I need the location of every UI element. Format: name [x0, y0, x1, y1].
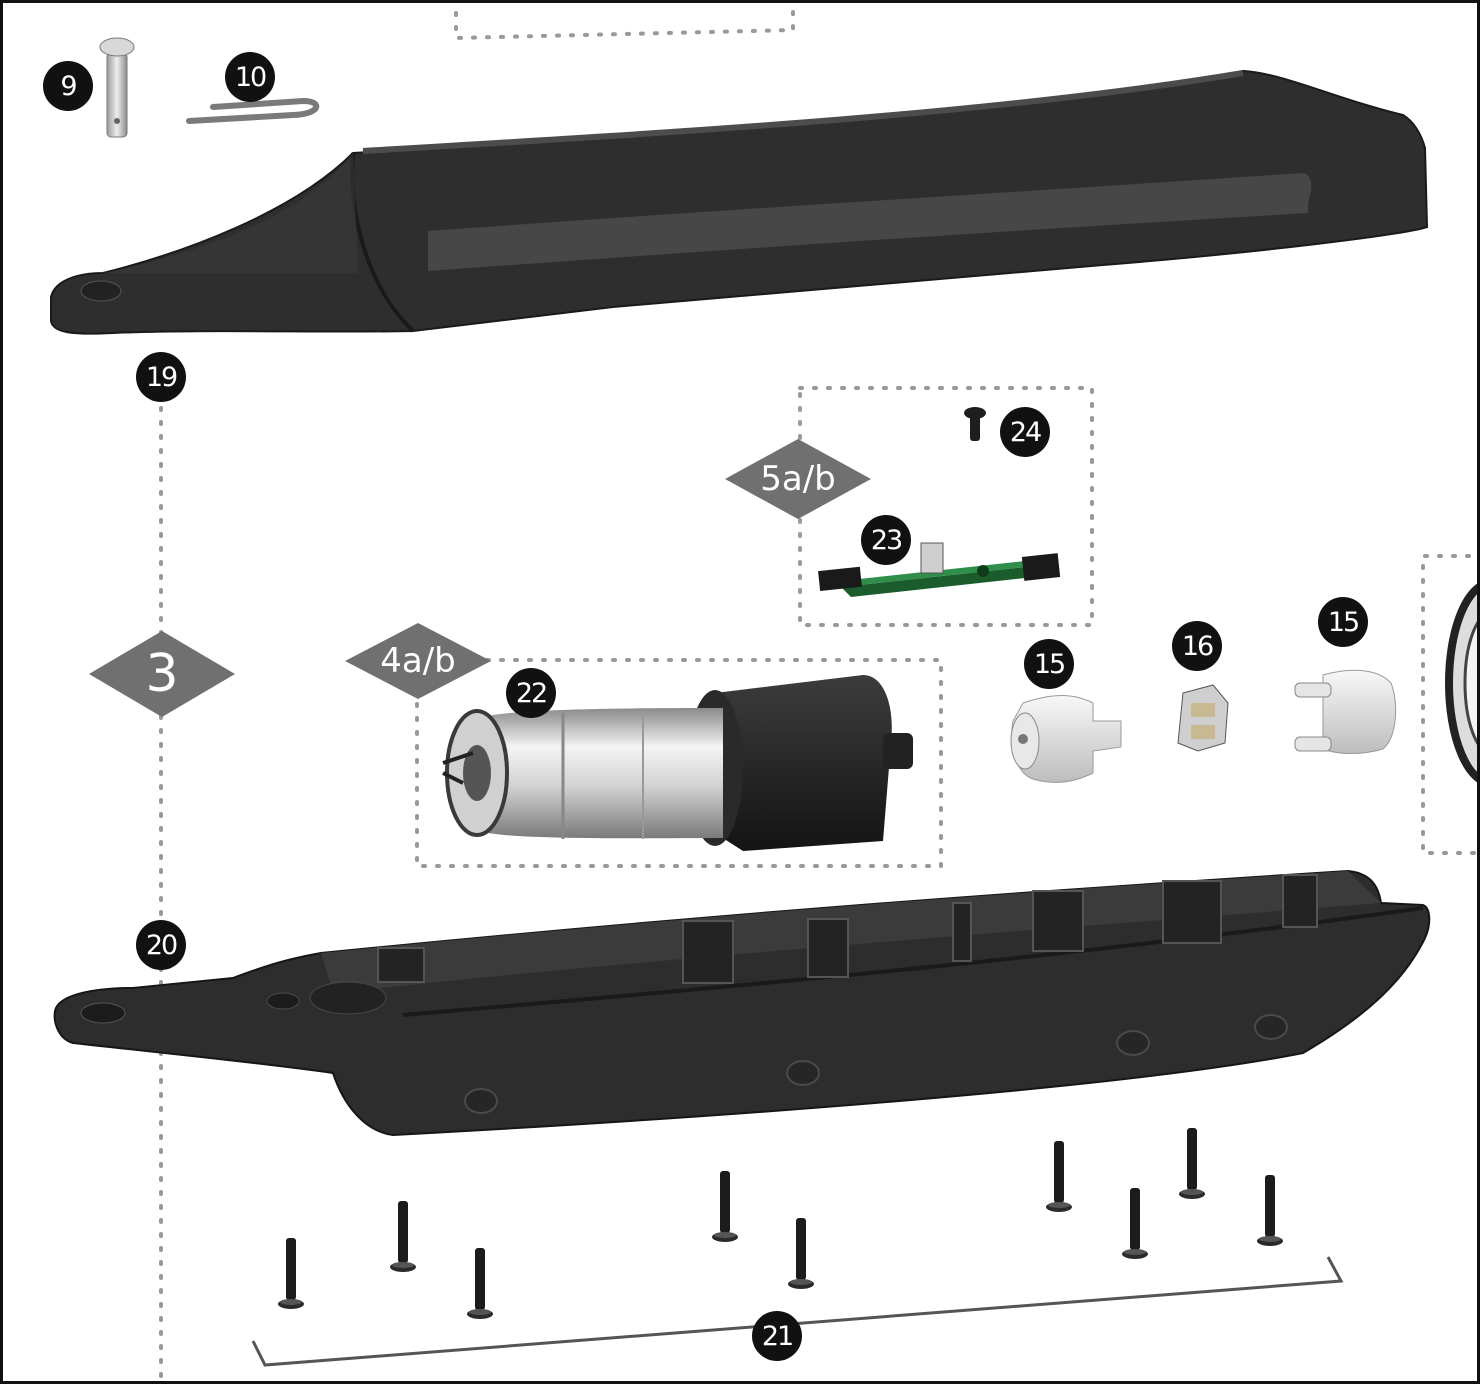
diamond-shape — [345, 623, 491, 699]
screw-group-bracket — [251, 1256, 1344, 1367]
callout-15-left: 15 — [1024, 639, 1074, 689]
callout-16: 16 — [1172, 621, 1222, 671]
callout-15-right: 15 — [1318, 597, 1368, 647]
screw-set-part — [278, 1128, 1283, 1319]
callout-24: 24 — [1000, 407, 1050, 457]
assembly-5ab-label: 5a/b — [760, 459, 836, 499]
circuit-board-part — [818, 542, 1061, 597]
assembly-4ab-marker: 4a/b — [345, 623, 491, 699]
callout-9: 9 — [43, 61, 93, 111]
upper-housing-part — [50, 69, 1429, 335]
assembly-3-marker: 3 — [89, 631, 235, 717]
lower-housing-part — [53, 869, 1431, 1137]
small-screw-part — [964, 407, 986, 441]
callout-10: 10 — [225, 52, 275, 102]
spider-coupling-part — [1177, 684, 1229, 752]
pin-part — [99, 37, 135, 138]
assembly-4ab-label: 4a/b — [380, 641, 456, 681]
motor-part — [442, 675, 913, 851]
assembly-5ab-marker: 5a/b — [725, 439, 871, 519]
callout-19: 19 — [136, 352, 186, 402]
diagram-artwork — [50, 6, 1477, 1381]
coupling-part-b — [1294, 669, 1397, 754]
coupling-part-a — [1010, 695, 1122, 783]
diamond-shape — [725, 439, 871, 519]
gear-part — [1445, 583, 1477, 783]
callout-23: 23 — [861, 515, 911, 565]
callout-22: 22 — [506, 668, 556, 718]
callout-21: 21 — [752, 1311, 802, 1361]
diamond-shape — [89, 631, 235, 717]
cotter-pin-part — [186, 97, 320, 124]
callout-20: 20 — [136, 920, 186, 970]
assembly-3-label: 3 — [145, 644, 179, 704]
